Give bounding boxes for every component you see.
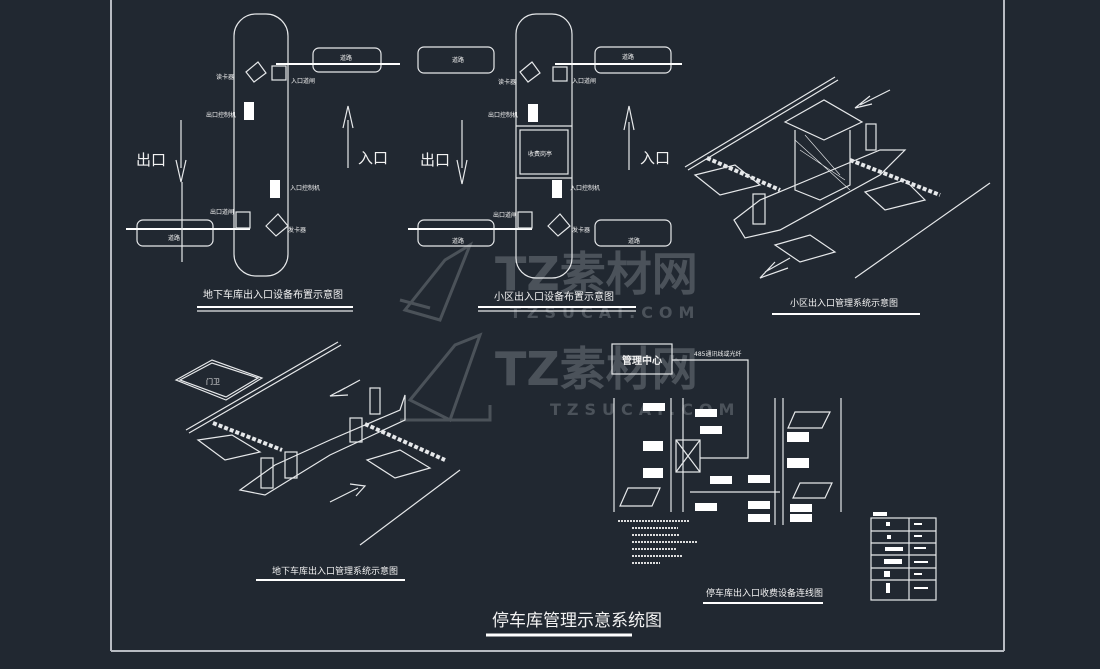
exit-controller-icon xyxy=(528,104,538,122)
booth-roof xyxy=(783,99,864,141)
exit-barrier-icon xyxy=(235,211,251,229)
main-title: 停车库管理示意系统图 xyxy=(492,611,662,631)
gate-label: 门卫 xyxy=(206,377,220,386)
panel-title: 小区出入口设备布置示意图 xyxy=(494,290,614,303)
management-center-box xyxy=(611,343,673,375)
card-dispenser-icon xyxy=(265,213,289,237)
legend-table xyxy=(870,512,937,601)
watermark-brand-2: TZ素材网 xyxy=(495,342,698,396)
panel-community-layout: 道路 道路 道路 道路 读卡器 入口道闸 出口控制机 收费岗亭 入口控制机 出口… xyxy=(408,13,682,312)
entry-arrow-icon xyxy=(759,257,791,279)
card-reader-icon xyxy=(245,61,267,83)
controller-cabinet xyxy=(675,439,701,473)
watermark-logo-icon-2 xyxy=(400,332,492,423)
panel-title: 停车库出入口收费设备连线图 xyxy=(706,587,823,599)
label-card-reader: 读卡器 xyxy=(216,73,234,81)
watermark-url-2: TZSUCAI.COM xyxy=(550,400,740,419)
cable-line xyxy=(672,359,749,459)
exit-controller-icon xyxy=(244,102,254,120)
exit-arrow-icon xyxy=(854,89,891,109)
barrier-post xyxy=(752,193,766,225)
label-exit-controller: 出口控制机 xyxy=(206,111,236,119)
label-road-bl: 道路 xyxy=(452,237,464,245)
notes-block xyxy=(618,520,698,564)
road-top xyxy=(312,47,382,73)
exit-label: 出口 xyxy=(420,151,450,169)
label-road-tl: 道路 xyxy=(452,56,464,64)
controller-post-2 xyxy=(369,387,381,415)
entry-barrier-icon xyxy=(552,66,568,82)
exit-arrow-icon xyxy=(175,120,187,183)
barrier-post-2 xyxy=(865,123,877,151)
label-road-br: 道路 xyxy=(628,237,640,245)
panel-title: 地下车库出入口管理系统示意图 xyxy=(272,565,398,577)
exit-arrow-icon xyxy=(329,379,361,397)
barrier-post xyxy=(284,451,298,479)
entry-arrow-icon xyxy=(342,105,354,168)
lane-island xyxy=(515,13,573,279)
entry-label: 入口 xyxy=(358,149,388,167)
management-center-label: 管理中心 xyxy=(622,354,662,367)
panel-underground-layout: 道路 道路 读卡器 入口道闸 出口控制机 入口控制机 出口道闸 发卡器 出口 入… xyxy=(126,13,400,312)
main-title-block: 停车库管理示意系统图 xyxy=(486,611,662,637)
label-entry-controller: 入口控制机 xyxy=(570,184,600,192)
watermark: TZ素材网 TZSUCAI.COM TZ素材网 TZSUCAI.COM xyxy=(399,241,740,423)
panel-wiring: 管理中心 485通讯线或光纤 xyxy=(611,343,842,604)
label-road-top: 道路 xyxy=(340,54,352,62)
entry-arrow-icon xyxy=(623,105,635,170)
exit-arrow-icon xyxy=(456,120,468,185)
panel-community-iso: 小区出入口管理系统示意图 xyxy=(684,76,991,315)
island xyxy=(238,394,406,496)
entry-barrier-icon xyxy=(271,65,287,81)
booth-icon xyxy=(519,129,569,175)
lane-island xyxy=(233,13,289,277)
controller-post xyxy=(260,457,274,489)
label-card-reader: 读卡器 xyxy=(498,78,516,86)
exit-barrier-icon xyxy=(517,211,533,229)
watermark-logo-icon xyxy=(399,241,474,322)
entry-arrow-icon xyxy=(329,483,367,503)
label-exit-barrier: 出口道闸 xyxy=(210,208,234,216)
entry-label: 入口 xyxy=(640,149,670,167)
exit-label: 出口 xyxy=(136,151,166,169)
gate-house xyxy=(174,359,264,401)
card-reader-icon xyxy=(519,61,541,83)
label-exit-controller: 出口控制机 xyxy=(488,111,518,119)
island xyxy=(733,149,907,239)
drawing-frame xyxy=(110,0,1005,652)
watermark-url: TZSUCAI.COM xyxy=(510,303,700,322)
entry-controller-icon xyxy=(270,180,280,198)
barrier-post-2 xyxy=(349,417,363,443)
road-bottom xyxy=(136,219,214,247)
entry-controller-icon xyxy=(552,180,562,198)
watermark-brand: TZ素材网 xyxy=(495,247,698,301)
label-booth: 收费岗亭 xyxy=(528,150,552,158)
label-road-tr: 道路 xyxy=(622,53,634,61)
label-card-dispenser: 发卡器 xyxy=(572,226,590,234)
booth-body xyxy=(794,130,851,201)
cable-label: 485通讯线或光纤 xyxy=(694,350,741,358)
label-road-bottom: 道路 xyxy=(168,234,180,242)
label-entry-barrier: 入口道闸 xyxy=(572,77,596,85)
panel-underground-iso: 门卫 地下车库出入口管理系统示意图 xyxy=(174,341,461,581)
card-dispenser-icon xyxy=(547,213,571,237)
label-entry-controller: 入口控制机 xyxy=(290,184,320,192)
label-entry-barrier: 入口道闸 xyxy=(291,77,315,85)
label-exit-barrier: 出口道闸 xyxy=(493,211,517,219)
device-boxes xyxy=(643,403,812,522)
panel-title: 地下车库出入口设备布置示意图 xyxy=(203,288,343,301)
label-card-dispenser: 发卡器 xyxy=(288,226,306,234)
panel-title: 小区出入口管理系统示意图 xyxy=(790,297,898,309)
